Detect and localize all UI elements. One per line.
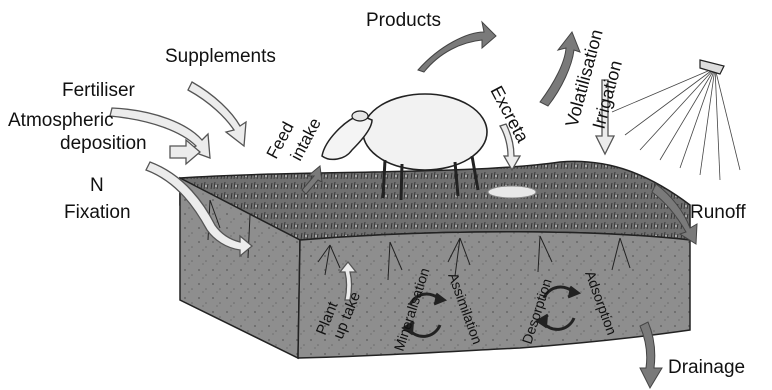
atmospheric-label: Atmospheric: [8, 110, 114, 131]
n-label: N: [90, 175, 104, 196]
drainage-label: Drainage: [668, 357, 745, 378]
irrigation-spray: [612, 68, 740, 180]
fertiliser-label: Fertiliser: [62, 80, 136, 101]
fixation-label: Fixation: [64, 202, 131, 223]
intake-label: intake: [287, 115, 325, 164]
deposition-label: deposition: [60, 133, 147, 154]
runoff-label: Runoff: [690, 202, 746, 223]
products-label: Products: [366, 10, 441, 31]
sprinkler-nozzle-icon: [700, 60, 724, 74]
excreta-puddle: [488, 186, 536, 198]
supplements-label: Supplements: [165, 46, 276, 67]
